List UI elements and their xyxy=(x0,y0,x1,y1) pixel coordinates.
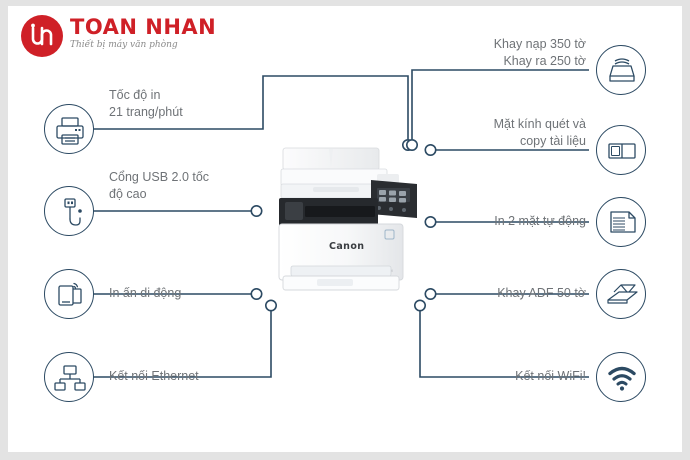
infographic-page: TOAN NHAN Thiết bị máy văn phòng xyxy=(8,6,682,452)
feature-adf-tray-label: Khay ADF 50 tờ xyxy=(497,286,586,300)
feature-print-speed-label: Tốc độ in 21 trang/phút xyxy=(109,88,183,119)
feature-scanner-glass-label: Mặt kính quét và copy tài liệu xyxy=(493,117,586,148)
brand-tagline: Thiết bị máy văn phòng xyxy=(70,40,178,50)
wifi-icon xyxy=(596,352,646,402)
feature-paper-trays-label: Khay nạp 350 tờ Khay ra 250 tờ xyxy=(493,37,586,68)
mobile-print-icon xyxy=(44,269,94,319)
toan-nhan-monogram-icon xyxy=(20,14,64,58)
brand-logo: TOAN NHAN Thiết bị máy văn phòng xyxy=(20,12,220,64)
printer-icon xyxy=(44,104,94,154)
feature-duplex-print-label: In 2 mặt tự động xyxy=(494,214,586,228)
adf-tray-icon xyxy=(596,269,646,319)
ethernet-icon xyxy=(44,352,94,402)
brand-name: TOAN NHAN xyxy=(70,15,217,39)
duplex-print-icon xyxy=(596,197,646,247)
canon-multifunction-printer: Canon MF633Cdw xyxy=(273,144,421,296)
feature-wifi-label: Kết nối WiFi! xyxy=(515,369,586,383)
brand-text: TOAN NHAN Thiết bị máy văn phòng xyxy=(70,16,216,51)
feature-ethernet-label: Kết nối Ethernet xyxy=(109,369,199,383)
usb-icon xyxy=(44,186,94,236)
feature-usb-port-label: Cổng USB 2.0 tốc độ cao xyxy=(109,170,210,201)
flatbed-scanner-icon xyxy=(596,125,646,175)
feature-mobile-printing-label: In ấn di động xyxy=(109,286,182,300)
connector-lines xyxy=(93,69,589,378)
svg-text:Canon: Canon xyxy=(329,241,364,252)
paper-tray-icon xyxy=(596,45,646,95)
